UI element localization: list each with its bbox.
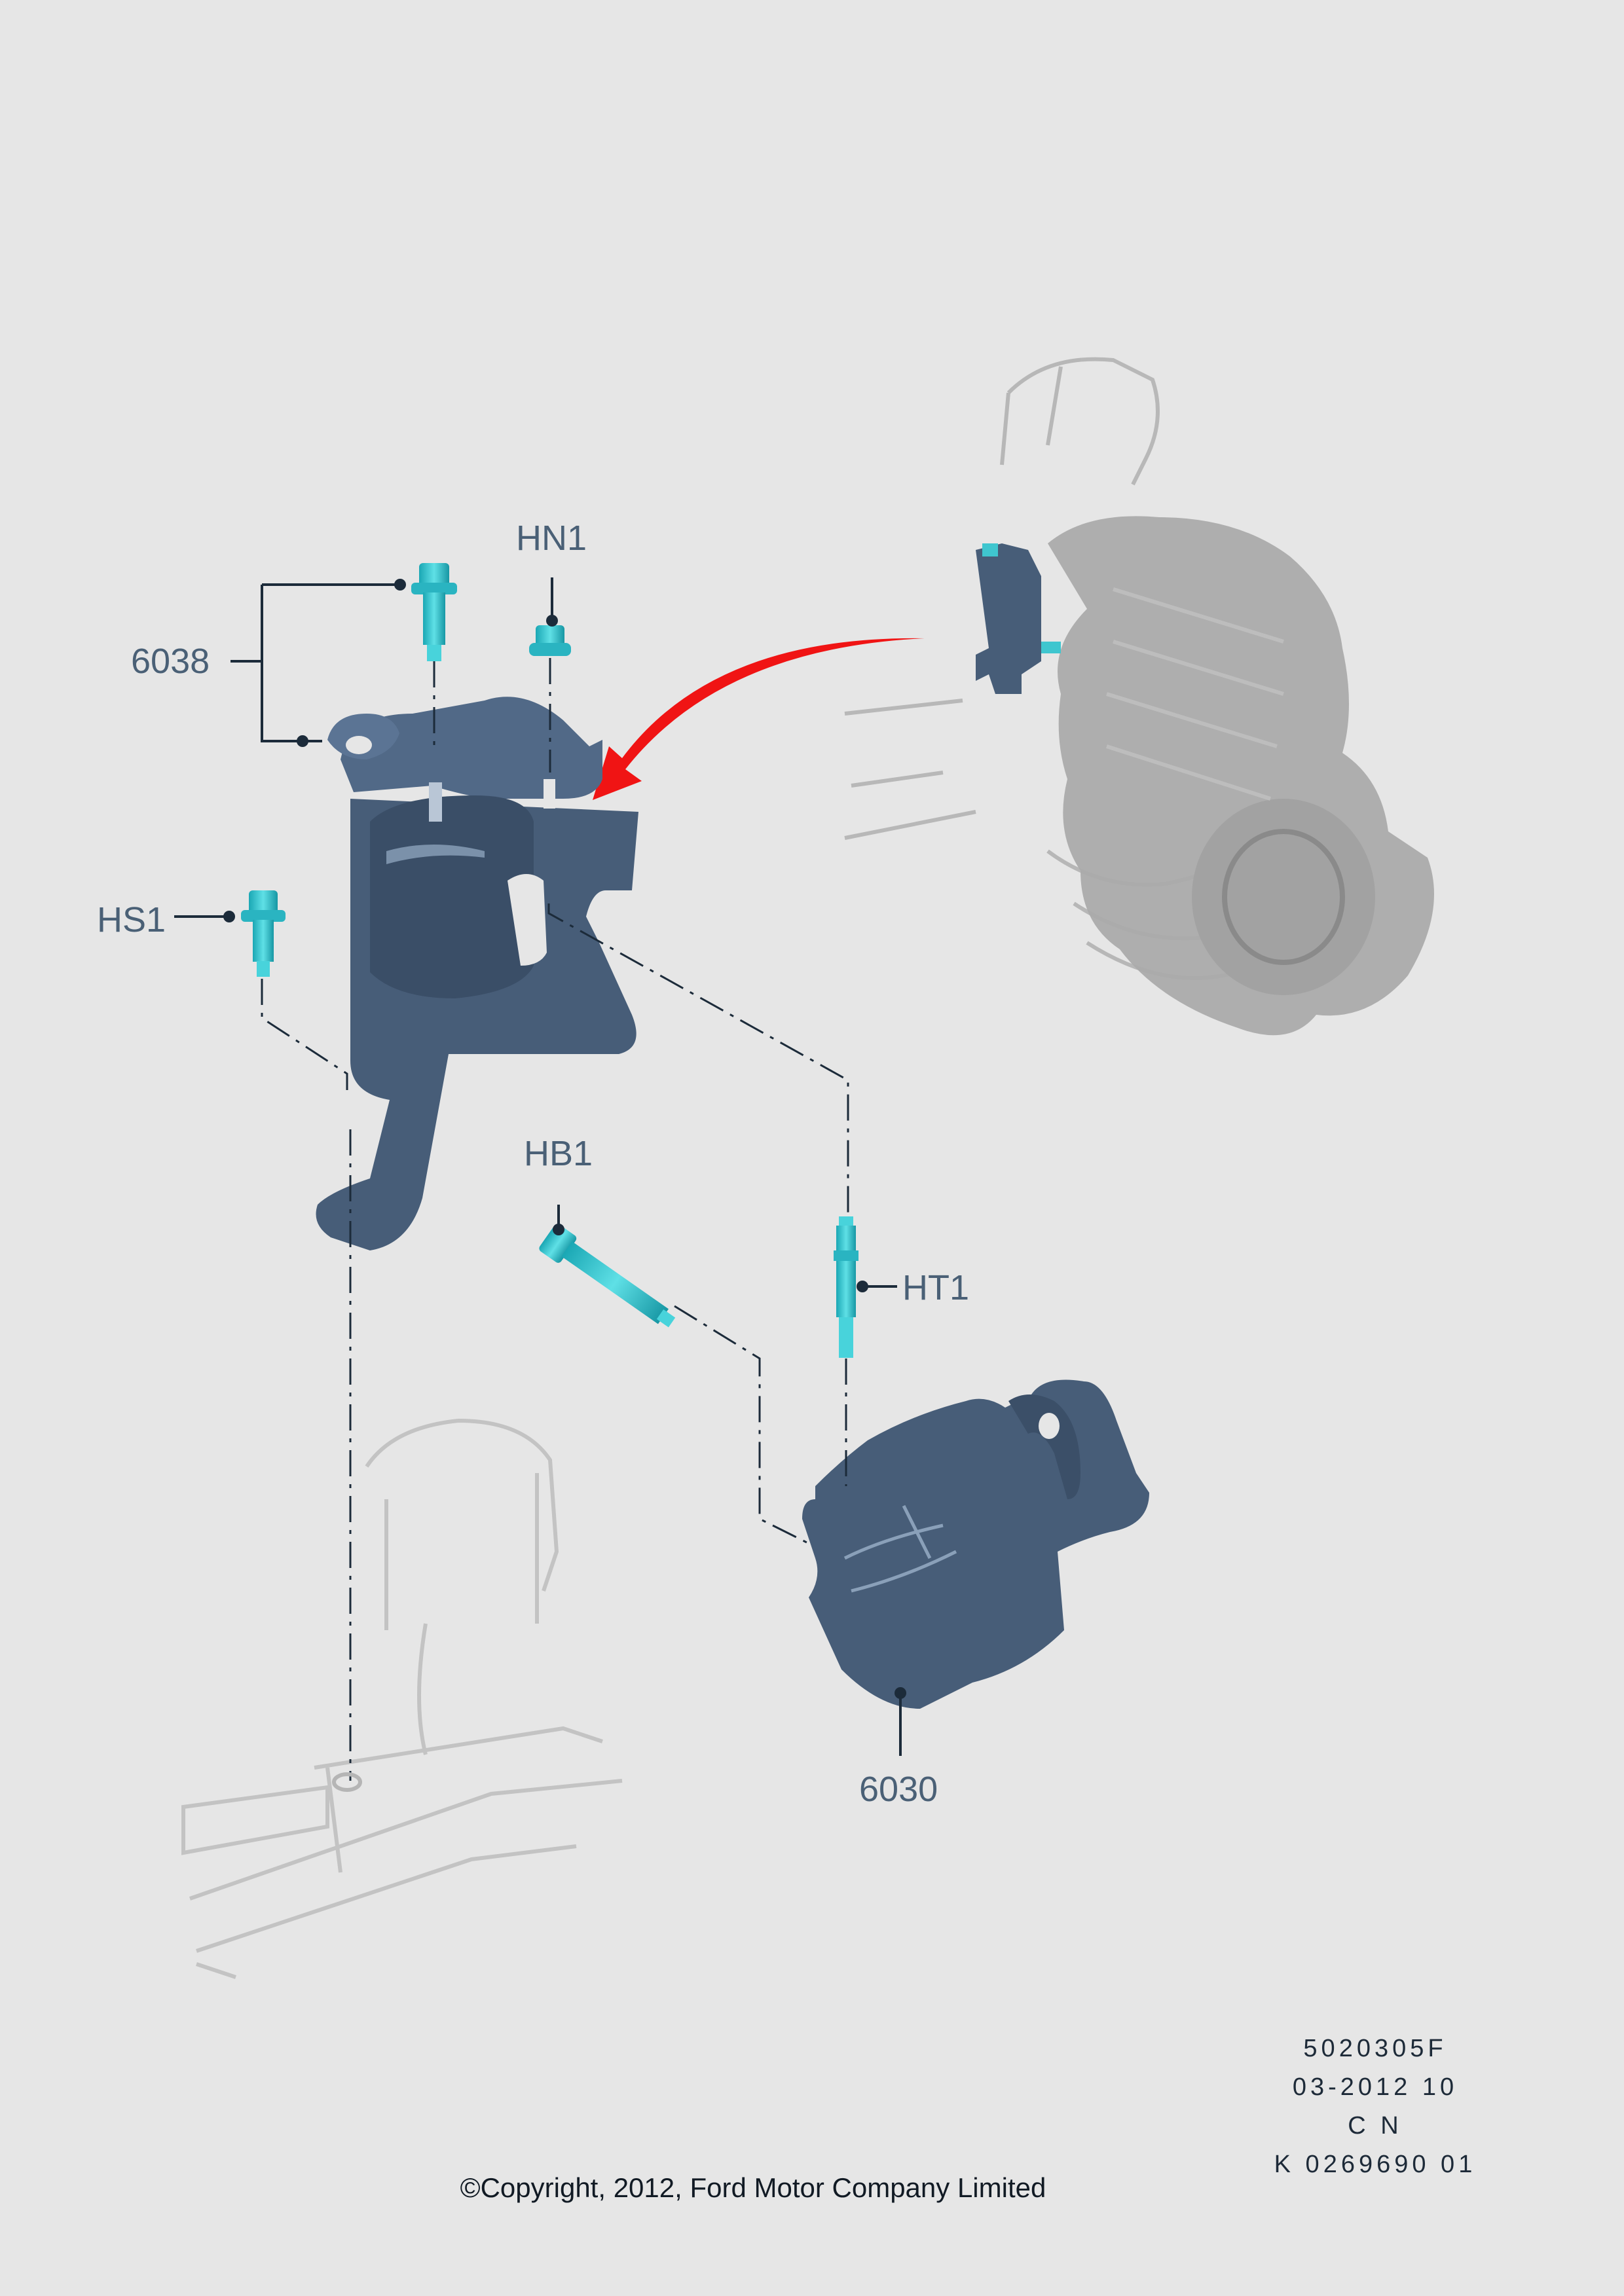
callout-leader-dots: [223, 579, 906, 1699]
callout-6038: 6038: [131, 642, 210, 681]
chassis-ghost-illustration: [181, 1418, 623, 1979]
nut-hn1: [529, 625, 571, 656]
reference-code: 5020305F: [1303, 2035, 1447, 2062]
upper-mount-bracket-6038: [316, 697, 638, 1250]
bolt-hb1: [539, 1224, 676, 1328]
copyright-notice: ©Copyright, 2012, Ford Motor Company Lim…: [460, 2172, 1046, 2203]
location-arrow: [593, 638, 925, 800]
assembly-centerlines: [261, 658, 849, 1781]
reference-region: C N: [1348, 2112, 1403, 2140]
engine-mount-location-thumbnail: [976, 543, 1061, 694]
bolt-hs1: [241, 890, 286, 977]
reference-date: 03-2012 10: [1292, 2073, 1458, 2101]
lower-mount-bracket-6030: [802, 1379, 1149, 1709]
callout-ht1: HT1: [902, 1268, 970, 1307]
callout-hs1: HS1: [97, 900, 166, 939]
callout-6030: 6030: [859, 1770, 938, 1809]
reference-number: K 0269690 01: [1274, 2151, 1477, 2178]
engine-block-ghost: [1048, 516, 1434, 1036]
callout-hb1: HB1: [524, 1134, 593, 1173]
drawing-reference-block: 5020305F 03-2012 10 C N K 0269690 01: [1244, 2030, 1506, 2184]
bolt-6038-top: [411, 563, 457, 661]
callout-hn1: HN1: [516, 519, 587, 558]
stud-ht1: [834, 1216, 858, 1358]
chassis-mount-hole: [332, 1772, 362, 1792]
